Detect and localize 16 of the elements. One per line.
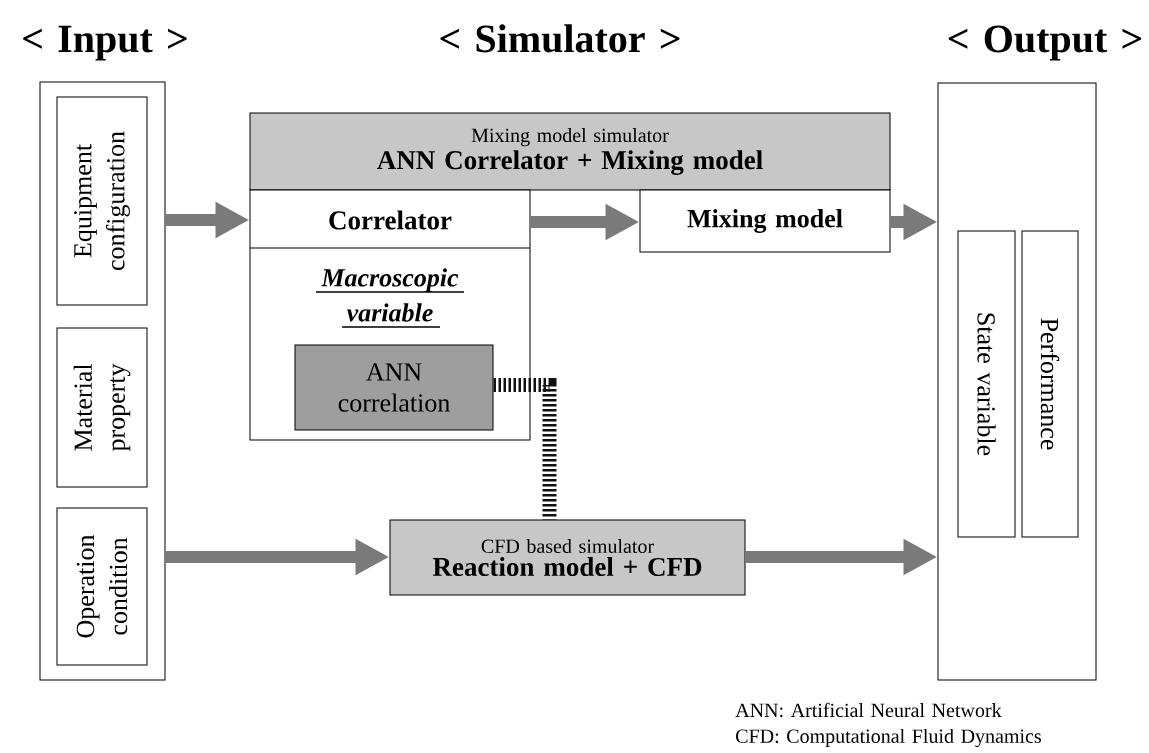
- output-box: Performance: [1021, 230, 1079, 538]
- model-box: Mixing model: [639, 189, 891, 253]
- output-box: State variable: [957, 230, 1016, 538]
- input-box: Operation condition: [56, 507, 148, 666]
- group-box: [39, 81, 166, 681]
- input-box: Equipment configuration: [56, 96, 148, 306]
- correlation-box: ANN correlation: [294, 344, 494, 431]
- group-box: [937, 82, 1097, 681]
- column-heading: < Simulator >: [440, 24, 680, 53]
- simulator-box: Mixing model simulator ANN Correlator + Mixing model: [249, 112, 891, 191]
- abbreviation-note: ANN: Artificial Neural Network: [735, 702, 1002, 718]
- simulator-box: CFD based simulator Reaction model + CFD: [389, 519, 746, 596]
- abbreviation-note: CFD: Computational Fluid Dynamics: [736, 728, 1041, 748]
- column-heading: < Output >: [948, 25, 1142, 61]
- column-heading: < Input >: [23, 25, 187, 61]
- input-box: Material property: [56, 327, 148, 488]
